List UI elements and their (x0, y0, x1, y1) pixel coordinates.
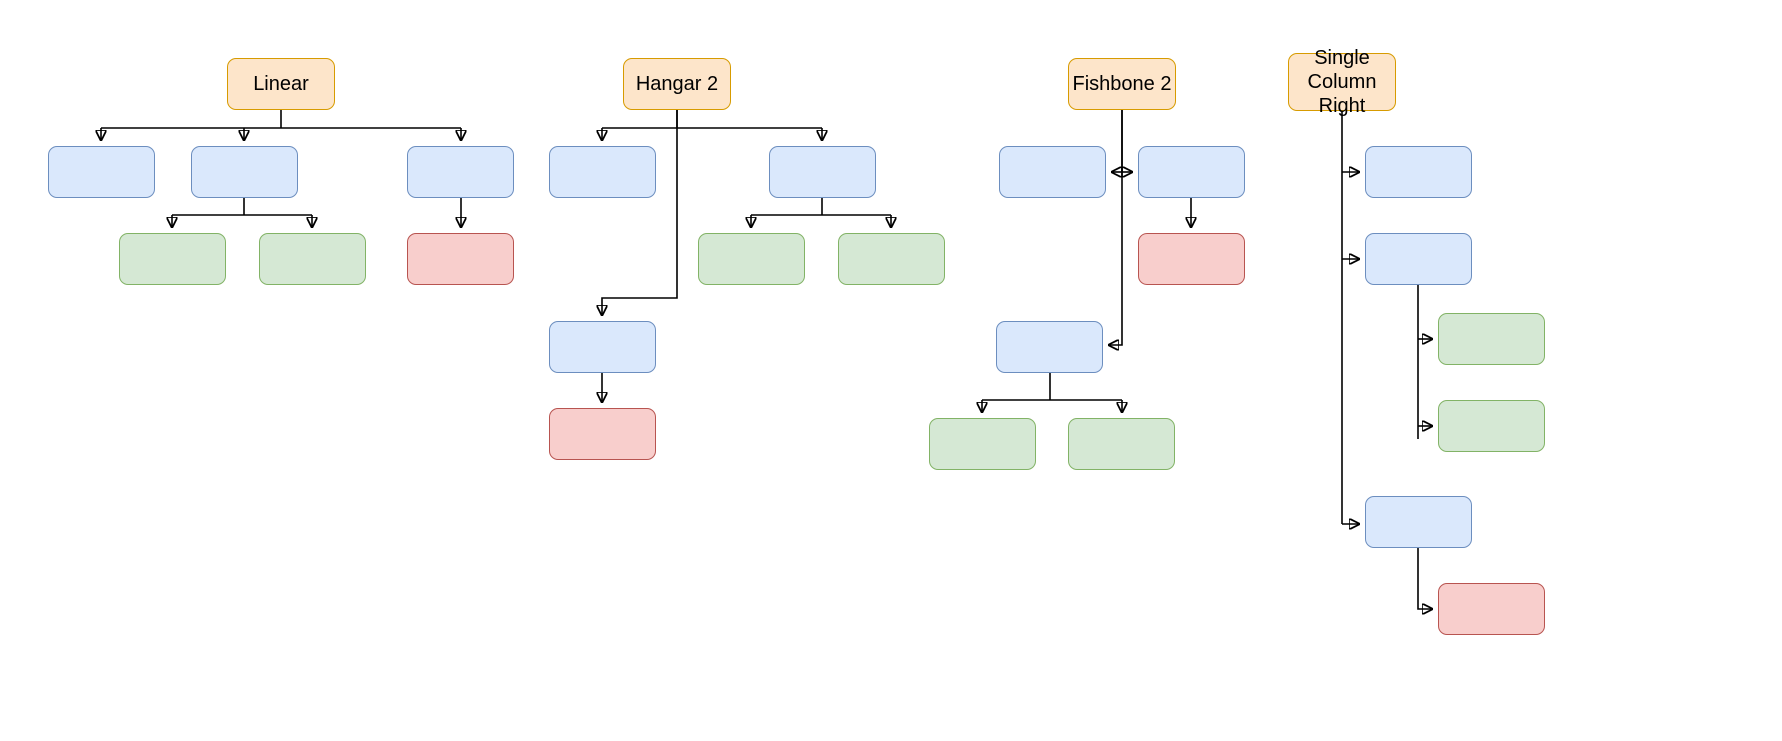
linear-child-3-node[interactable] (407, 146, 514, 198)
fishbone2-child-3-node[interactable] (996, 321, 1103, 373)
fishbone2-child-1-node[interactable] (999, 146, 1106, 198)
linear-leaf-2-node[interactable] (259, 233, 366, 285)
hangar2-child-3-node[interactable] (549, 321, 656, 373)
single-column-right-child-2-node[interactable] (1365, 233, 1472, 285)
hangar2-leaf-1-node[interactable] (698, 233, 805, 285)
linear-child-1-node[interactable] (48, 146, 155, 198)
single-column-right-leaf-3-node[interactable] (1438, 583, 1545, 635)
single-column-right-leaf-2-node[interactable] (1438, 400, 1545, 452)
linear-leaf-1-node[interactable] (119, 233, 226, 285)
linear-root-node[interactable]: Linear (227, 58, 335, 110)
single-column-right-child-3-node[interactable] (1365, 496, 1472, 548)
single-column-right-leaf-1-node[interactable] (1438, 313, 1545, 365)
fishbone2-child-2-node[interactable] (1138, 146, 1245, 198)
hangar2-child-2-node[interactable] (769, 146, 876, 198)
hangar2-leaf-2-node[interactable] (838, 233, 945, 285)
single-column-right-root-node[interactable]: Single Column Right (1288, 47, 1396, 117)
hangar2-leaf-3-node[interactable] (549, 408, 656, 460)
fishbone2-root-node[interactable]: Fishbone 2 (1068, 58, 1176, 110)
linear-leaf-3-node[interactable] (407, 233, 514, 285)
fishbone2-leaf-1-node[interactable] (1138, 233, 1245, 285)
hangar2-root-node[interactable]: Hangar 2 (623, 58, 731, 110)
fishbone2-leaf-3-node[interactable] (1068, 418, 1175, 470)
fishbone2-leaf-2-node[interactable] (929, 418, 1036, 470)
single-column-right-child-1-node[interactable] (1365, 146, 1472, 198)
linear-child-2-node[interactable] (191, 146, 298, 198)
hangar2-child-1-node[interactable] (549, 146, 656, 198)
